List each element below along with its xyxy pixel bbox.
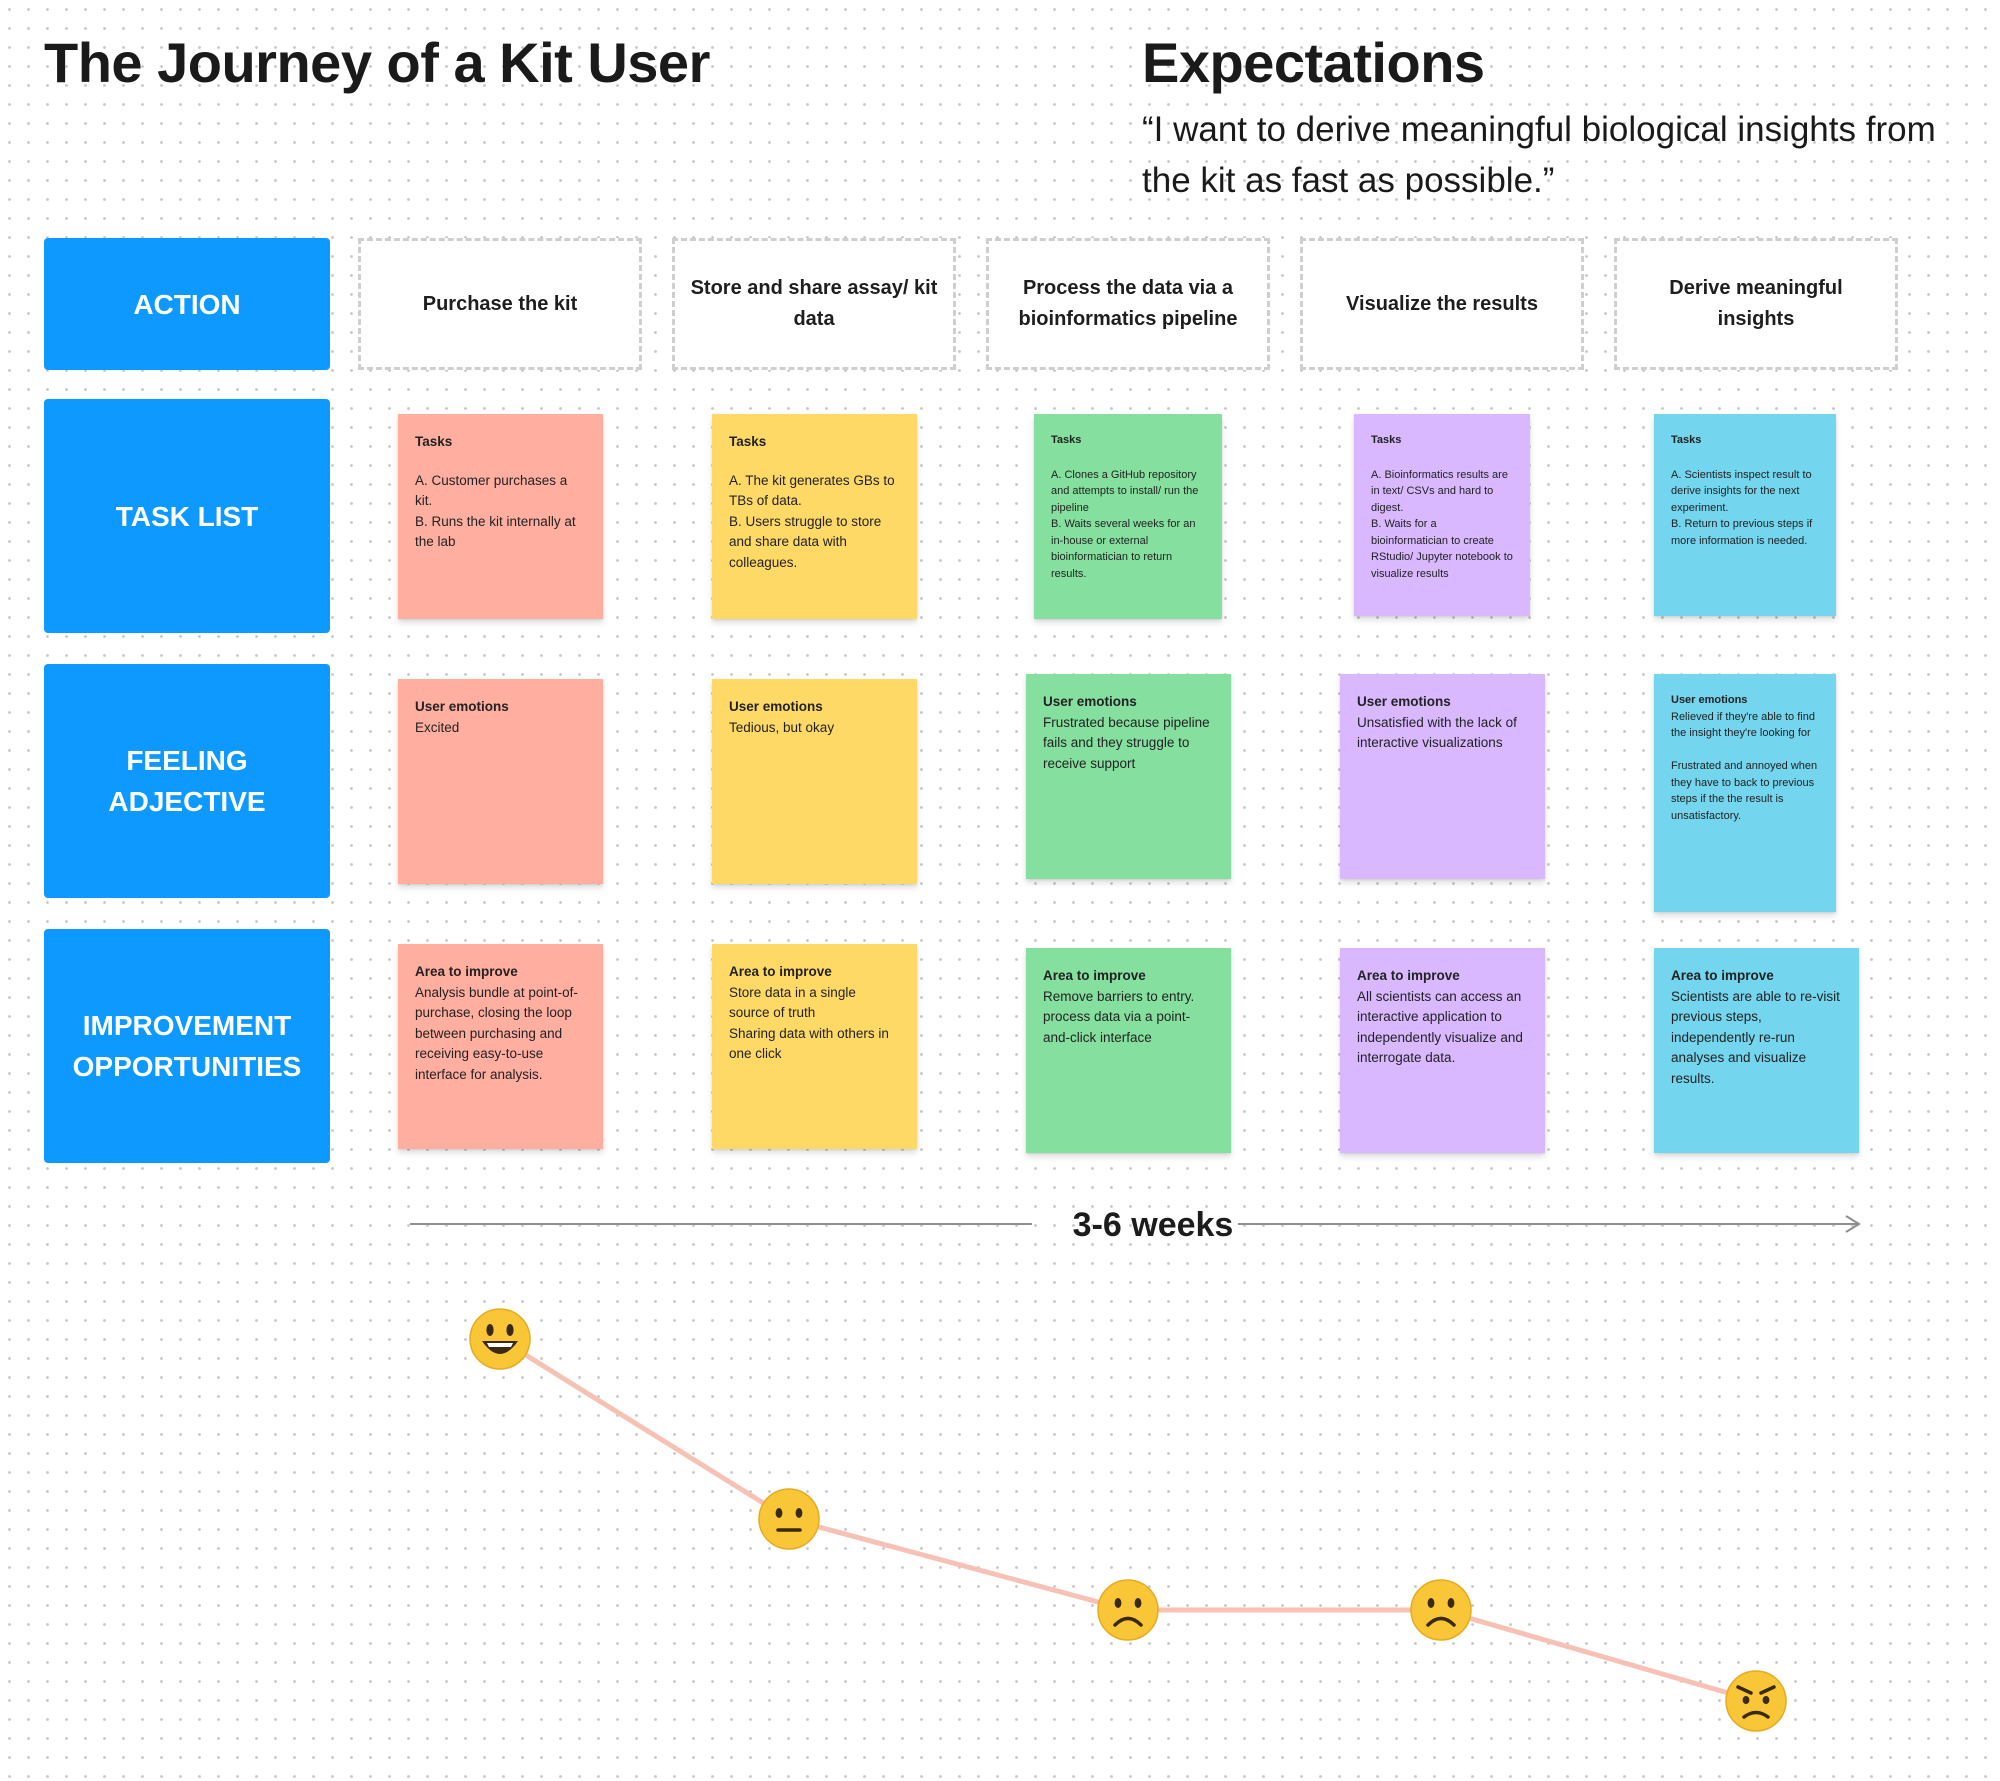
sticky-heading: Tasks (729, 434, 767, 449)
frowning-face-icon (1410, 1579, 1472, 1641)
emotion-sticky-1: User emotions Excited (398, 679, 603, 884)
sticky-heading: User emotions (1671, 694, 1748, 706)
sticky-body: Scientists are able to re-visit previous… (1671, 988, 1840, 1086)
emotion-sticky-2: User emotions Tedious, but okay (712, 679, 917, 884)
sticky-heading: Tasks (415, 434, 453, 449)
sticky-body: Unsatisfied with the lack of interactive… (1357, 714, 1517, 751)
action-step-4: Visualize the results (1300, 238, 1584, 370)
sticky-heading: Area to improve (1357, 968, 1460, 983)
sticky-body: A. Clones a GitHub repository and attemp… (1051, 468, 1199, 580)
row-label-task-list: TASK LIST (44, 399, 330, 633)
emotion-sticky-4: User emotions Unsatisfied with the lack … (1340, 674, 1545, 879)
task-sticky-2: Tasks A. The kit generates GBs to TBs of… (712, 414, 917, 619)
emotion-sticky-3: User emotions Frustrated because pipelin… (1026, 674, 1231, 879)
sticky-heading: Area to improve (1671, 968, 1774, 983)
frowning-face-icon (1097, 1579, 1159, 1641)
improve-sticky-4: Area to improve All scientists can acces… (1340, 948, 1545, 1153)
page-title: The Journey of a Kit User (44, 31, 710, 94)
angry-face-icon (1725, 1670, 1787, 1732)
sticky-body: Store data in a single source of truth S… (729, 984, 889, 1062)
neutral-face-icon (758, 1488, 820, 1550)
mood-line (497, 1336, 1759, 1704)
action-step-5: Derive meaningful insights (1614, 238, 1898, 370)
sticky-body: Analysis bundle at point-of-purchase, cl… (415, 984, 578, 1082)
sticky-body: A. The kit generates GBs to TBs of data.… (729, 472, 895, 570)
task-sticky-3: Tasks A. Clones a GitHub repository and … (1034, 414, 1222, 619)
sticky-body: Relieved if they're able to find the ins… (1671, 710, 1818, 822)
row-label-action: ACTION (44, 238, 330, 370)
sticky-body: Frustrated because pipeline fails and th… (1043, 714, 1210, 771)
action-step-1: Purchase the kit (358, 238, 642, 370)
sticky-heading: User emotions (1043, 694, 1137, 709)
task-sticky-5: Tasks A. Scientists inspect result to de… (1654, 414, 1836, 616)
timeline-label: 3-6 weeks (1072, 1206, 1234, 1244)
sticky-body: Excited (415, 719, 460, 735)
row-label-feeling-adjective: FEELING ADJECTIVE (44, 664, 330, 898)
sticky-heading: User emotions (729, 699, 823, 714)
grinning-face-icon (469, 1308, 531, 1370)
sticky-heading: Area to improve (415, 964, 518, 979)
sticky-heading: Tasks (1671, 434, 1702, 446)
sticky-heading: Tasks (1371, 434, 1402, 446)
sticky-body: All scientists can access an interactive… (1357, 988, 1523, 1066)
expectations-quote: “I want to derive meaningful biological … (1142, 110, 1936, 200)
timeline-arrow (410, 1215, 1861, 1233)
sticky-heading: User emotions (415, 699, 509, 714)
emotion-sticky-5: User emotions Relieved if they're able t… (1654, 674, 1836, 912)
improve-sticky-5: Area to improve Scientists are able to r… (1654, 948, 1859, 1153)
expectations-title: Expectations (1142, 31, 1485, 94)
row-label-improvement-opportunities: IMPROVEMENT OPPORTUNITIES (44, 929, 330, 1163)
task-sticky-1: Tasks A. Customer purchases a kit. B. Ru… (398, 414, 603, 619)
sticky-body: A. Customer purchases a kit. B. Runs the… (415, 472, 576, 550)
task-sticky-4: Tasks A. Bioinformatics results are in t… (1354, 414, 1530, 616)
sticky-body: A. Scientists inspect result to derive i… (1671, 468, 1813, 547)
sticky-heading: Area to improve (729, 964, 832, 979)
improve-sticky-3: Area to improve Remove barriers to entry… (1026, 948, 1231, 1153)
sticky-heading: Tasks (1051, 434, 1082, 446)
sticky-heading: Area to improve (1043, 968, 1146, 983)
improve-sticky-1: Area to improve Analysis bundle at point… (398, 944, 603, 1149)
sticky-body: Remove barriers to entry. process data v… (1043, 988, 1195, 1045)
sticky-heading: User emotions (1357, 694, 1451, 709)
action-step-3: Process the data via a bioinformatics pi… (986, 238, 1270, 370)
action-step-2: Store and share assay/ kit data (672, 238, 956, 370)
improve-sticky-2: Area to improve Store data in a single s… (712, 944, 917, 1149)
sticky-body: Tedious, but okay (729, 719, 835, 735)
sticky-body: A. Bioinformatics results are in text/ C… (1371, 468, 1513, 580)
